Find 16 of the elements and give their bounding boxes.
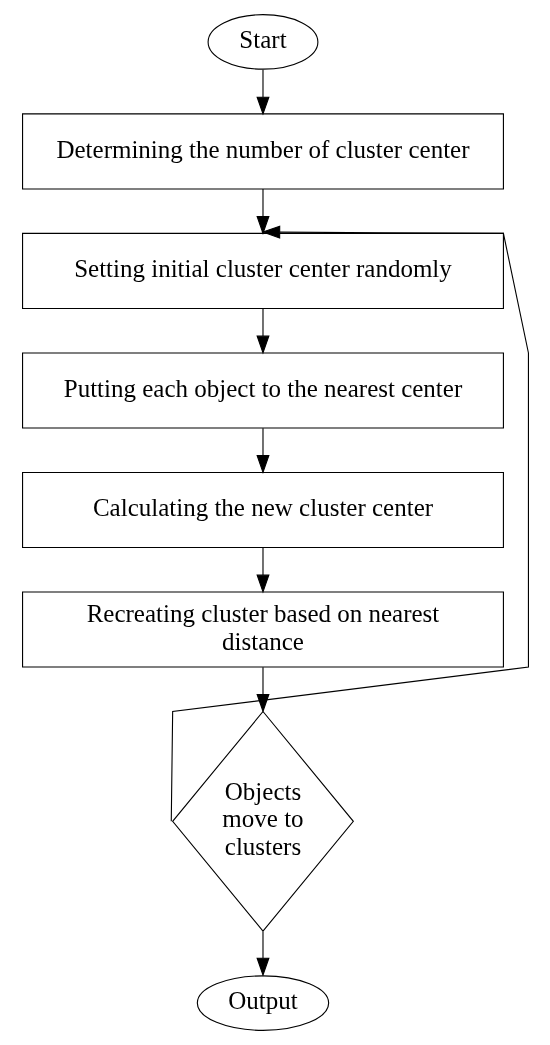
node-box: Calculating the new cluster center [21, 471, 504, 549]
node-ellipse: Start [207, 14, 318, 70]
node-box: Recreating cluster based on nearest distance [21, 591, 504, 668]
arrow [255, 547, 270, 594]
node-box: Putting each object to the nearest center [21, 352, 504, 429]
arrow [255, 427, 270, 474]
arrow [255, 188, 270, 235]
node-ellipse: Output [196, 975, 329, 1031]
arrow [255, 308, 270, 355]
arrow [255, 930, 270, 977]
arrow [170, 225, 529, 822]
node-box: Determining the number of cluster center [21, 113, 504, 190]
arrow [255, 69, 270, 116]
arrow [255, 666, 270, 713]
node-diamond: Objects move to clusters [171, 710, 354, 932]
node-box: Setting initial cluster center randomly [21, 232, 504, 310]
